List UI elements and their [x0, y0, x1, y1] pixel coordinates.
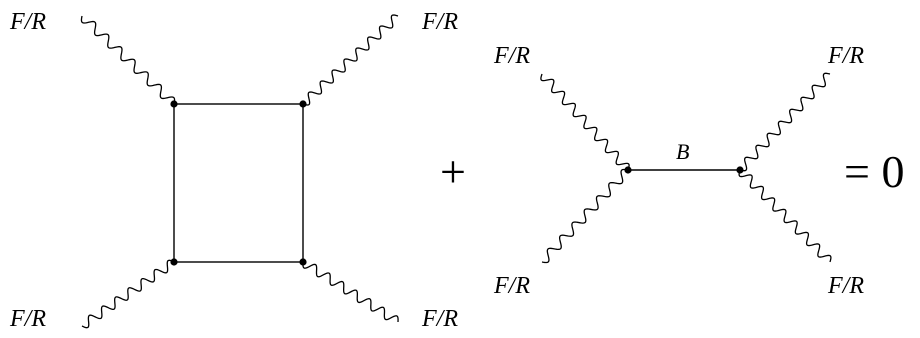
box-label-bottom-left: F/R [10, 306, 46, 332]
exchange-label-top-left: F/R [494, 43, 530, 69]
box-label-top-right: F/R [422, 9, 458, 35]
exchange-wavy-line-bottom-left [541, 168, 629, 264]
plus-sign: + [440, 146, 466, 197]
box-vertex-bottom-left [170, 258, 178, 266]
box-label-top-left: F/R [10, 9, 46, 35]
equals-zero: = 0 [844, 146, 905, 197]
box-diagram [80, 14, 399, 329]
box-vertex-top-right [299, 100, 307, 108]
box-wavy-line-bottom-left [81, 259, 175, 329]
box-label-bottom-right: F/R [422, 306, 458, 332]
exchange-wavy-line-top-left [540, 73, 630, 171]
exchange-wavy-line-bottom-right [738, 169, 832, 263]
exchange-label-bottom-right: F/R [828, 273, 864, 299]
exchange-vertex-left [624, 166, 632, 174]
box-vertex-bottom-right [299, 258, 307, 266]
box-wavy-line-top-right [302, 14, 399, 106]
exchange-label-top-right: F/R [828, 43, 864, 69]
box-wavy-line-top-left [80, 15, 176, 105]
exchange-diagram [540, 72, 832, 264]
exchange-label-bottom-left: F/R [494, 273, 530, 299]
box-wavy-line-bottom-right [302, 261, 399, 323]
exchange-vertex-right [736, 166, 744, 174]
box-loop [173, 103, 304, 263]
box-vertex-top-left [170, 100, 178, 108]
exchange-wavy-line-top-right [739, 72, 831, 172]
propagator-label: B [676, 139, 690, 164]
